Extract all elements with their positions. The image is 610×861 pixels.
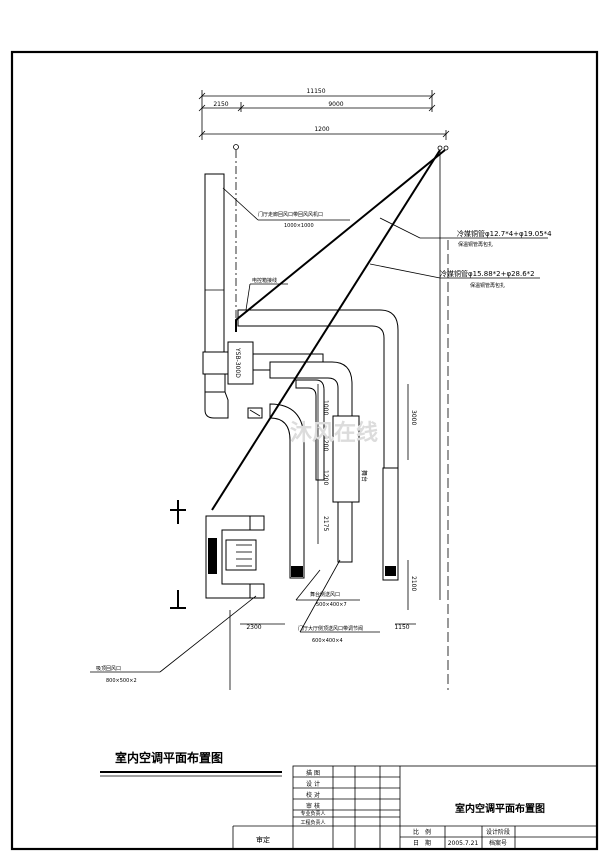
vertical-dimensions: 1000 1200 1200 2175 3000 2100 2300 1150 (240, 384, 417, 631)
leader-lines (90, 187, 548, 673)
ductwork (202, 173, 399, 599)
label-side-outlet: 舞台侧送风口 (310, 591, 340, 598)
section-markers (170, 500, 186, 609)
approved-label: 审定 (256, 835, 270, 844)
label-side-outlet-size: 500×400×7 (316, 602, 347, 608)
label-return-size: 800×500×2 (106, 678, 137, 684)
dim-v-right-low: 2100 (410, 576, 417, 591)
role-check: 校 对 (306, 791, 320, 799)
dim-seg-left: 2150 (213, 101, 228, 108)
role-discipline-lead: 专业负责人 (300, 810, 325, 817)
date-label: 日 期 (413, 839, 431, 847)
label-door-outlet: 门厅走廊回风口带回风风机口 (258, 211, 323, 218)
label-main-outlet-size: 600×400×4 (312, 638, 343, 644)
refrigerant-pipes (211, 149, 446, 511)
axis-lines (229, 144, 449, 690)
dim-h-bottom-right: 1150 (394, 624, 409, 631)
label-main-outlet: 门厅大厅侧顶送风口带调节阀 (298, 625, 363, 632)
role-design: 设 计 (306, 780, 320, 788)
label-pipe2-sub: 保温铜管再包扎 (470, 282, 505, 289)
scale-label: 比 例 (413, 828, 431, 836)
ac-unit (227, 341, 254, 385)
label-wire-box: 电控箱接线 (252, 277, 277, 284)
label-pipe1: 冷媒铜管φ12.7*4+φ19.05*4 (457, 229, 552, 238)
dim-lower: 1200 (314, 126, 329, 133)
drawing-title: 室内空调平面布置图 (115, 750, 223, 765)
label-pipe1-sub: 保温铜管再包扎 (458, 241, 493, 248)
archive-label: 档案号 (489, 839, 507, 847)
label-door-outlet-size: 1000×1000 (284, 223, 314, 229)
dim-v3: 1200 (322, 470, 329, 485)
dim-v2: 1200 (322, 436, 329, 451)
title-block: 描 图 设 计 校 对 审 核 专业负责人 工程负责人 室内空调平面布置图 审定… (232, 765, 598, 850)
label-pipe2: 冷媒铜管φ15.88*2+φ28.6*2 (440, 269, 535, 278)
dim-v4: 2175 (322, 516, 329, 531)
date-value: 2005.7.21 (448, 840, 479, 847)
dimension-lines: 11150 2150 9000 1200 (198, 88, 450, 140)
label-stage: 舞台 (360, 470, 368, 482)
role-review: 审 核 (306, 802, 320, 810)
dim-overall: 11150 (306, 88, 325, 95)
dim-seg-right: 9000 (328, 101, 343, 108)
watermark-text: 沐风在线 (290, 420, 378, 446)
label-return: 吸顶回风口 (96, 666, 121, 672)
role-project-lead: 工程负责人 (300, 819, 325, 826)
label-unit: YSB-300D (234, 347, 241, 378)
dim-h-bottom-left: 2300 (246, 624, 261, 631)
title-block-name: 室内空调平面布置图 (455, 802, 545, 815)
stage-label: 设计阶段 (486, 828, 510, 836)
role-drawn: 描 图 (306, 769, 320, 777)
dim-v-right: 3000 (410, 410, 417, 425)
dim-v1: 1000 (322, 400, 329, 415)
annotations: 门厅走廊回风口带回风风机口 1000×1000 电控箱接线 冷媒铜管φ12.7*… (96, 211, 552, 684)
